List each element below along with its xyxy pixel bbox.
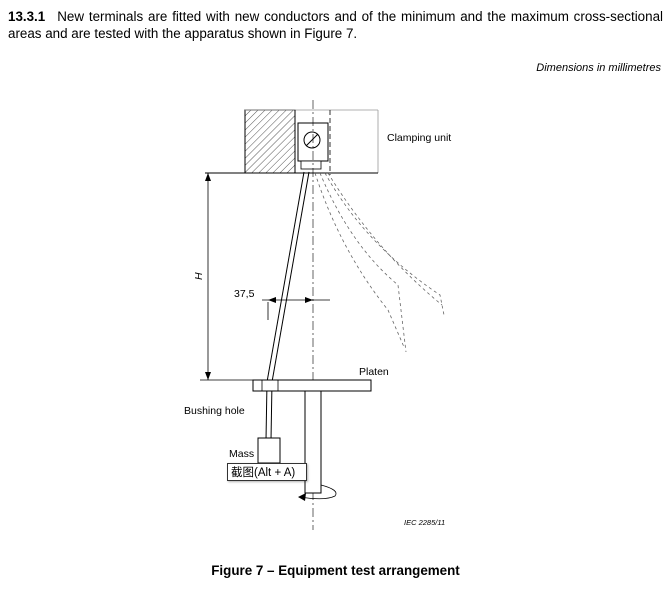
offset-dimension	[262, 297, 330, 320]
h-dimension	[200, 173, 275, 381]
screenshot-tooltip: 截图(Alt + A)	[227, 463, 307, 481]
h-label: H	[193, 272, 205, 280]
clamping-unit-label: Clamping unit	[387, 132, 451, 144]
clamping-screw-icon	[303, 131, 321, 149]
clause-number: 13.3.1	[8, 9, 46, 24]
conductor	[265, 171, 310, 441]
iec-reference: IEC 2285/11	[404, 518, 445, 527]
conductor-swing-paths	[314, 172, 445, 353]
clause-text: New terminals are fitted with new conduc…	[8, 9, 663, 41]
rotation-arrow-icon	[298, 484, 337, 501]
bushing-hole-label: Bushing hole	[184, 405, 245, 417]
clamping-block	[205, 109, 379, 175]
mass-label: Mass	[229, 448, 254, 460]
platen	[252, 379, 372, 494]
offset-dimension-label: 37,5	[234, 288, 255, 300]
figure-caption: Figure 7 – Equipment test arrangement	[211, 563, 460, 578]
dimensions-note: Dimensions in millimetres	[536, 62, 661, 74]
mass-block	[257, 437, 281, 464]
platen-label: Platen	[359, 366, 389, 378]
